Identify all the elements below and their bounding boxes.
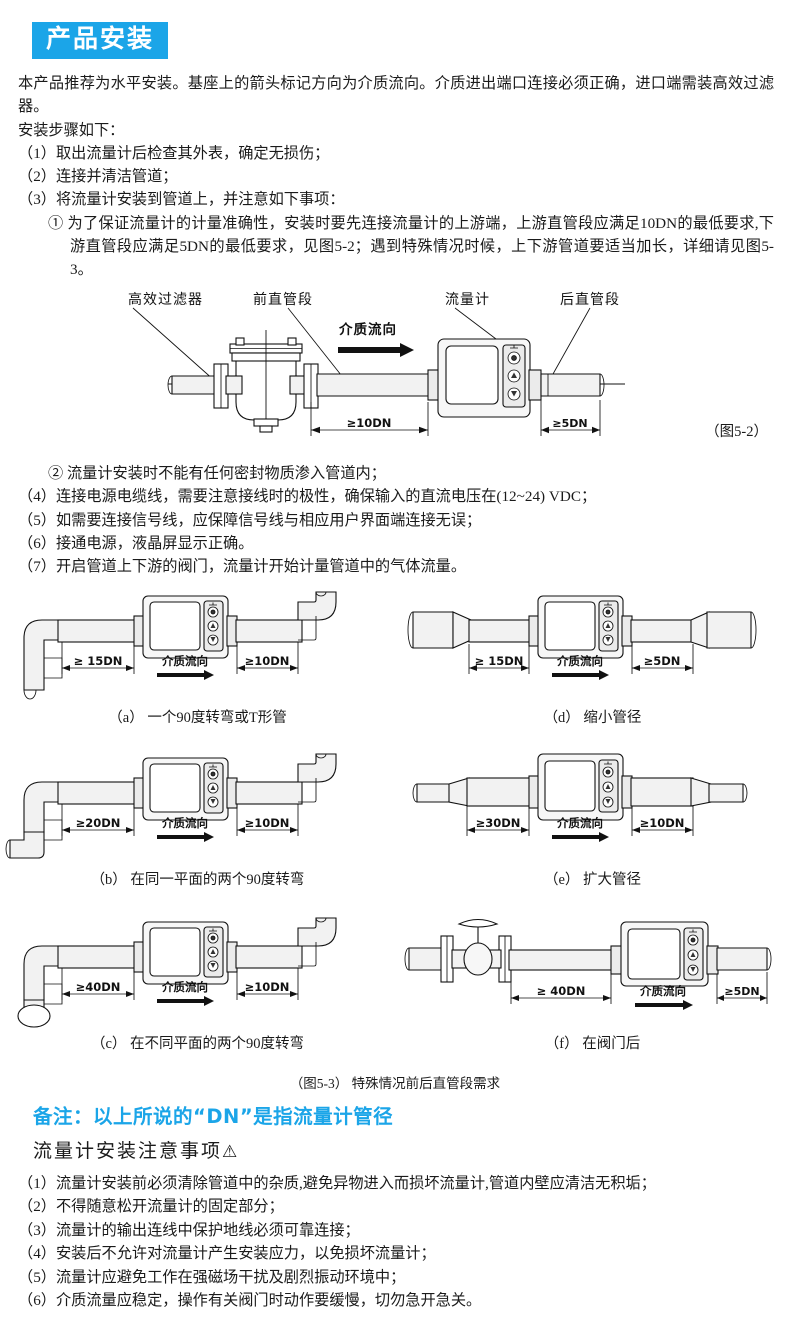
precautions-heading-text: 流量计安装注意事项 <box>33 1140 223 1162</box>
precaution-2: （2）不得随意松开流量计的固定部分； <box>18 1198 284 1216</box>
step-5: （5）如需要连接信号线，应保障信号线与相应用户界面端连接无误； <box>18 511 482 529</box>
sub-item-1: ① 为了保证流量计的计量准确性，安装时要先连接流量计的上游端，上游直管段应满足1… <box>48 214 774 279</box>
mid-text-block: ② 流量计安装时不能有任何密封物质渗入管道内； （4）连接电源电缆线，需要注意接… <box>18 462 774 578</box>
figure-5-2-drawing: 高效过滤器 前直管段 流量计 后直管段 介质流向 ≥10DN ≥5DN <box>128 291 625 436</box>
case-b-downstream-dim: ≥10DN <box>245 816 290 830</box>
figure-case-a-drawing: ≥ 15DN ≥10DN 介质流向 <box>23 591 337 700</box>
figure-case-d-caption: （d） 缩小管径 <box>543 710 642 726</box>
figure-case-a-caption: （a） 一个90度转弯或T形管 <box>108 710 287 726</box>
figure-case-c-drawing: ≥40DN ≥10DN 介质流向 <box>17 917 337 1028</box>
figure-case-f-caption: （f） 在阀门后 <box>544 1036 641 1052</box>
precaution-4: （4）安装后不允许对流量计产生安装应力，以免损坏流量计； <box>18 1245 436 1263</box>
warning-icon: ⚠ <box>222 1142 238 1162</box>
figure-case-c: ≥40DN ≥10DN 介质流向 （c） 在不同平面的两个90度转弯 <box>0 912 395 1072</box>
step-2: （2）连接并清洁管道； <box>18 168 178 186</box>
precaution-5: （5）流量计应避免工作在强磁场干扰及剧烈振动环境中； <box>18 1268 406 1286</box>
case-f-upstream-dim: ≥ 40DN <box>537 984 586 998</box>
case-d-upstream-dim: ≥ 15DN <box>475 654 524 668</box>
case-e-downstream-dim: ≥10DN <box>640 816 685 830</box>
case-f-flow-label: 介质流向 <box>639 984 686 998</box>
case-e-upstream-dim: ≥30DN <box>476 816 521 830</box>
precaution-3: （3）流量计的输出连线中保护地线必须可靠连接； <box>18 1221 360 1239</box>
dimension-downstream: ≥5DN <box>552 417 587 430</box>
step-3: （3）将流量计安装到管道上，并注意如下事项： <box>18 191 345 209</box>
callout-downstream-pipe: 后直管段 <box>560 291 620 308</box>
intro-text-block: 本产品推荐为水平安装。基座上的箭头标记方向为介质流向。介质进出端口连接必须正确，… <box>18 72 774 282</box>
callout-filter: 高效过滤器 <box>128 291 203 308</box>
figure-case-e: ≥30DN ≥10DN 介质流向 （e） 扩大管径 <box>395 748 790 908</box>
figure-5-3-caption: （图5-3） 特殊情况前后直管段需求 <box>289 1076 501 1091</box>
figure-5-2: 高效过滤器 前直管段 流量计 后直管段 介质流向 ≥10DN ≥5DN （图5-… <box>0 284 790 452</box>
figure-case-d-drawing: ≥ 15DN ≥5DN 介质流向 <box>407 595 757 680</box>
step-1: （1）取出流量计后检查其外表，确定无损伤； <box>18 144 330 162</box>
steps-lead: 安装步骤如下： <box>18 121 125 139</box>
case-a-upstream-dim: ≥ 15DN <box>74 654 123 668</box>
flow-arrow <box>338 343 414 357</box>
case-f-downstream-dim: ≥5DN <box>724 985 759 998</box>
intro-paragraph: 本产品推荐为水平安装。基座上的箭头标记方向为介质流向。介质进出端口连接必须正确，… <box>18 75 774 116</box>
case-c-upstream-dim: ≥40DN <box>76 980 121 994</box>
case-c-flow-label: 介质流向 <box>161 980 208 994</box>
case-c-downstream-dim: ≥10DN <box>245 980 290 994</box>
figure-case-f: ≥ 40DN ≥5DN 介质流向 （f） 在阀门后 <box>395 912 790 1072</box>
figure-case-a: ≥ 15DN ≥10DN 介质流向 （a） 一个90度转弯或T形管 <box>0 586 395 746</box>
case-d-flow-label: 介质流向 <box>556 654 603 668</box>
figure-case-e-drawing: ≥30DN ≥10DN 介质流向 <box>412 753 748 842</box>
page-title-banner: 产品安装 <box>32 22 169 59</box>
dn-note: 备注：以上所说的“DN”是指流量计管径 <box>33 1105 394 1128</box>
figure-case-d: ≥ 15DN ≥5DN 介质流向 （d） 缩小管径 <box>395 586 790 746</box>
figure-5-3-grid: ≥ 15DN ≥10DN 介质流向 （a） 一个90度转弯或T形管 <box>0 586 790 1068</box>
figure-case-b-drawing: ≥20DN ≥10DN 介质流向 <box>5 753 337 859</box>
case-a-flow-label: 介质流向 <box>161 654 208 668</box>
case-b-upstream-dim: ≥20DN <box>76 816 121 830</box>
step-6: （6）接通电源，液晶屏显示正确。 <box>18 534 254 552</box>
case-a-downstream-dim: ≥10DN <box>245 654 290 668</box>
precaution-1: （1）流量计安装前必须清除管道中的杂质,避免异物进入而损坏流量计,管道内壁应清洁… <box>18 1175 656 1192</box>
sub-item-2: ② 流量计安装时不能有任何密封物质渗入管道内； <box>48 465 386 482</box>
figure-case-b-caption: （b） 在同一平面的两个90度转弯 <box>90 872 305 888</box>
case-b-flow-label: 介质流向 <box>161 816 208 830</box>
precautions-heading: 流量计安装注意事项⚠ <box>33 1136 237 1163</box>
step-4: （4）连接电源电缆线，需要注意接线时的极性，确保输入的直流电压在(12~24) … <box>18 488 597 506</box>
callout-flow-direction: 介质流向 <box>338 321 397 338</box>
callout-flow-meter: 流量计 <box>445 292 490 308</box>
case-d-downstream-dim: ≥5DN <box>644 654 681 668</box>
precaution-6: （6）介质流量应稳定，操作有关阀门时动作要缓慢，切勿急开急关。 <box>18 1292 482 1310</box>
figure-case-e-caption: （e） 扩大管径 <box>543 872 642 888</box>
callout-upstream-pipe: 前直管段 <box>253 291 313 308</box>
figure-5-2-caption: （图5-2） <box>705 424 768 440</box>
figure-case-b: ≥20DN ≥10DN 介质流向 （b） 在同一平面的两个90度转弯 <box>0 748 395 908</box>
figure-case-c-caption: （c） 在不同平面的两个90度转弯 <box>90 1036 305 1052</box>
dimension-upstream: ≥10DN <box>347 416 392 430</box>
figure-case-f-drawing: ≥ 40DN ≥5DN 介质流向 <box>404 918 772 1010</box>
precautions-list: （1）流量计安装前必须清除管道中的杂质,避免异物进入而损坏流量计,管道内壁应清洁… <box>18 1172 778 1312</box>
case-e-flow-label: 介质流向 <box>556 816 603 830</box>
step-7: （7）开启管道上下游的阀门，流量计开始计量管道中的气体流量。 <box>18 558 467 576</box>
